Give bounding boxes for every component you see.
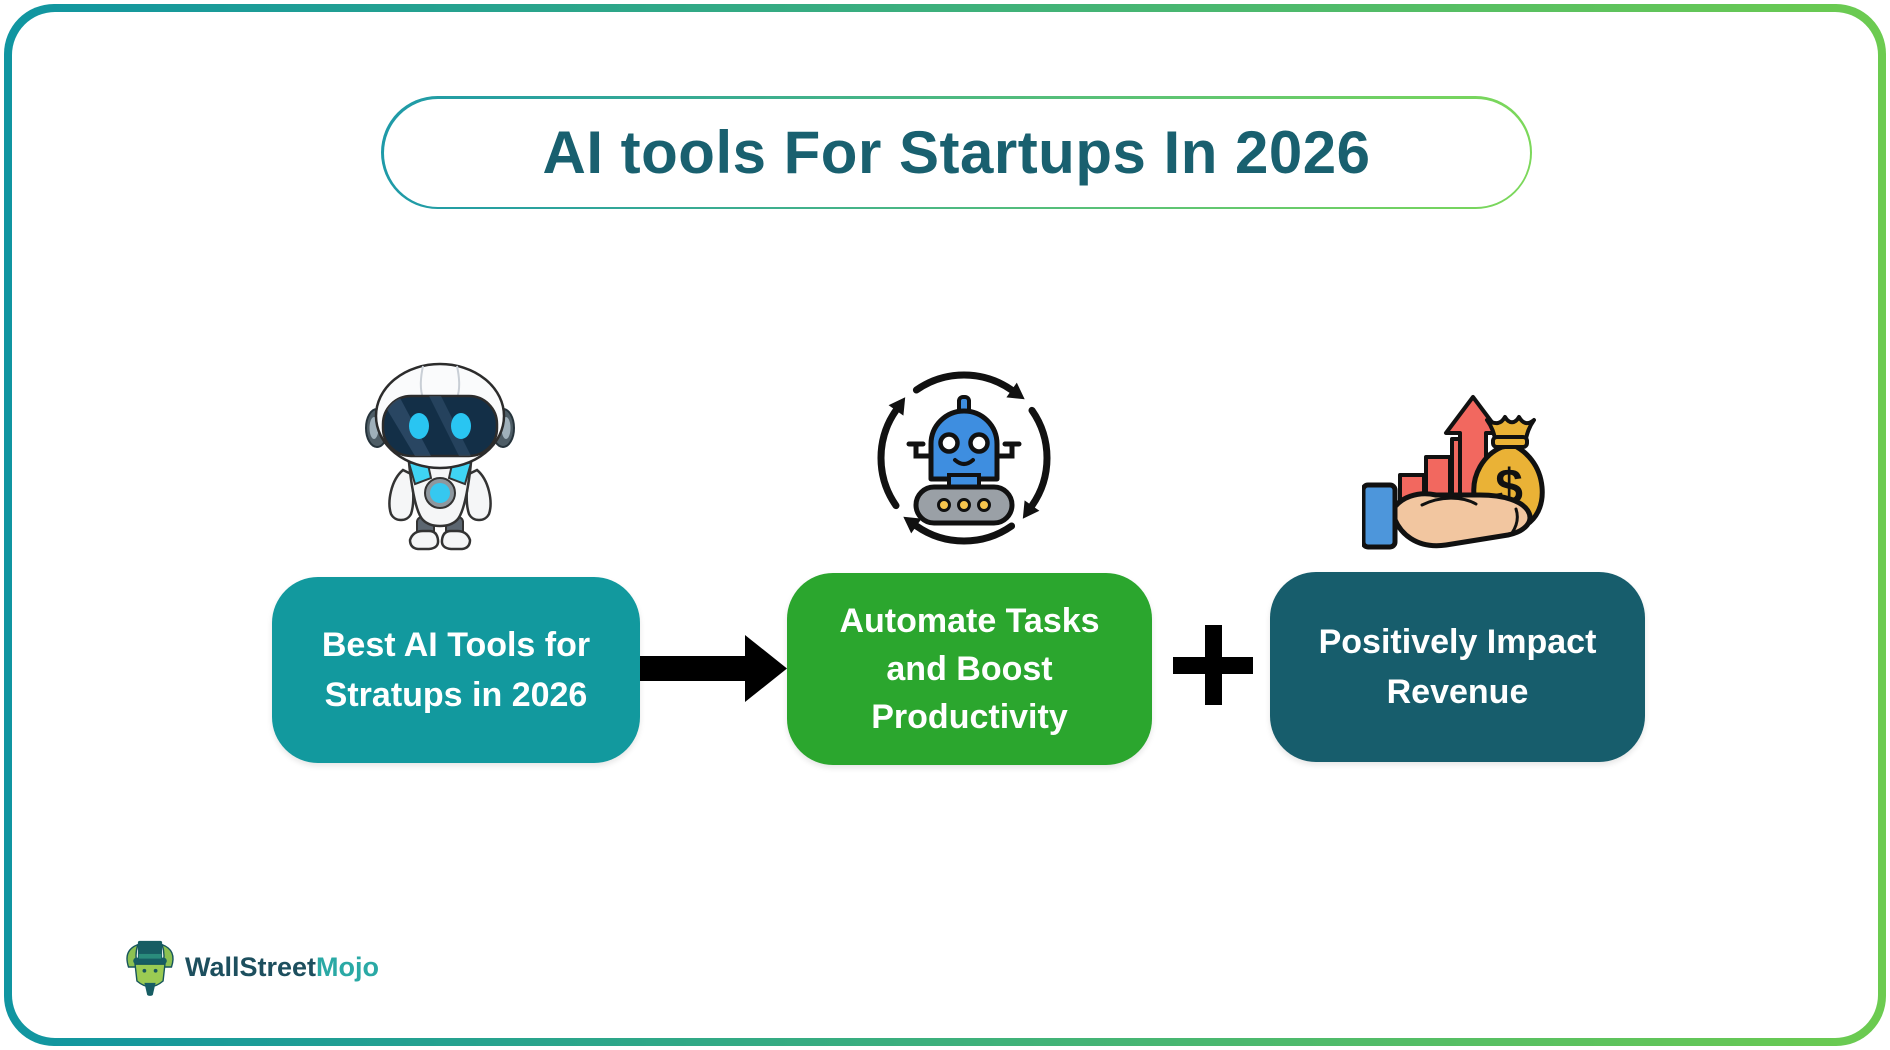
step-text-line: Automate Tasks (839, 602, 1100, 640)
automation-cycle-robot-icon (869, 359, 1059, 557)
step-text-line: Productivity (871, 698, 1068, 736)
step-text-line: and Boost (886, 650, 1053, 688)
plus-icon (1173, 625, 1253, 705)
automation-cycle-robot-svg (877, 371, 1051, 545)
hand-money-growth-icon: $ (1362, 386, 1547, 558)
step-box-automate-tasks: Automate Tasks and Boost Productivity (787, 573, 1152, 765)
step-text-line: Revenue (1386, 673, 1529, 711)
title-box-inner: AI tools For Startups In 2026 (383, 98, 1530, 207)
logo-text-wallstreet: WallStreet (185, 951, 317, 982)
step-text-line: Best AI Tools for (321, 626, 591, 664)
page-title: AI tools For Startups In 2026 (542, 119, 1371, 186)
right-arrow-icon (640, 633, 787, 703)
wallstreetmojo-logo: WallStreetMojo (122, 937, 379, 997)
bull-mascot-icon (126, 940, 174, 996)
infographic-card: AI tools For Startups In 2026 (12, 12, 1878, 1038)
step-text-line: Positively Impact (1318, 623, 1597, 661)
robot-mascot-icon (365, 362, 515, 562)
step-text-line: Stratups in 2026 (324, 676, 588, 714)
logo-text-mojo: Mojo (316, 951, 380, 982)
right-arrow-svg (640, 635, 787, 702)
logo-text: WallStreetMojo (185, 952, 379, 983)
hand-money-growth-svg: $ (1362, 395, 1545, 550)
card-gradient-border: AI tools For Startups In 2026 (4, 4, 1886, 1046)
robot-mascot-svg (365, 362, 515, 551)
title-box: AI tools For Startups In 2026 (381, 96, 1532, 209)
plus-vertical-bar (1204, 625, 1222, 705)
step-box-impact-revenue: Positively Impact Revenue (1270, 572, 1645, 762)
step-box-best-ai-tools: Best AI Tools for Stratups in 2026 (272, 577, 640, 763)
